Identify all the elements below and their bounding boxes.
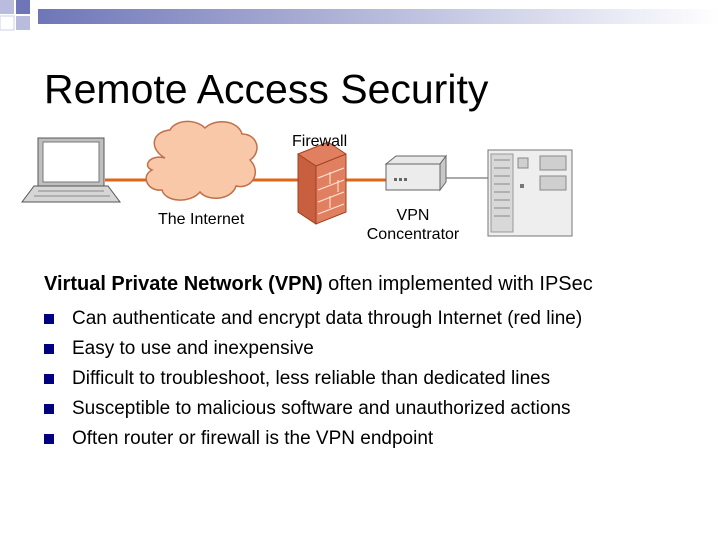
bullet-text: Difficult to troubleshoot, less reliable… (72, 368, 551, 389)
network-diagram: Firewall The Internet VPN Concentrator (0, 120, 720, 260)
bullet-text: Often router or firewall is the VPN endp… (72, 428, 434, 449)
square-bullet-icon (44, 434, 54, 444)
bullet-item: Easy to use and inexpensive (44, 334, 694, 364)
laptop-icon (21, 137, 121, 203)
bullet-item: Susceptible to malicious software and un… (44, 394, 694, 424)
vpn-label: VPN Concentrator (360, 206, 466, 244)
square-bullet-icon (44, 374, 54, 384)
firewall-brick-icon (297, 141, 347, 225)
internet-label: The Internet (158, 211, 245, 228)
bullet-item: Often router or firewall is the VPN endp… (44, 424, 694, 454)
square-bullet-icon (44, 404, 54, 414)
header-decoration (0, 0, 720, 31)
square-bullet-icon (44, 344, 54, 354)
vpn-concentrator-icon (384, 154, 447, 192)
bullet-text: Susceptible to malicious software and un… (72, 398, 571, 419)
bullet-text: Can authenticate and encrypt data throug… (72, 308, 583, 329)
main-point-rest: often implemented with IPSec (322, 273, 593, 295)
main-point: Virtual Private Network (VPN) often impl… (44, 272, 694, 296)
firewall-label: Firewall (292, 133, 348, 150)
bullet-item: Can authenticate and encrypt data throug… (44, 304, 694, 334)
main-point-bold: Virtual Private Network (VPN) (44, 273, 323, 295)
bullet-item: Difficult to troubleshoot, less reliable… (44, 364, 694, 394)
slide-title: Remote Access Security (44, 66, 489, 112)
square-bullet-icon (44, 314, 54, 324)
slide-content: Virtual Private Network (VPN) often impl… (44, 272, 694, 454)
bullet-text: Easy to use and inexpensive (72, 338, 314, 359)
bullet-list: Can authenticate and encrypt data throug… (44, 304, 694, 454)
cloud-icon (145, 120, 258, 201)
server-tower-icon (487, 149, 573, 237)
vpn-label-line1: VPN (396, 207, 430, 224)
vpn-label-line2: Concentrator (366, 226, 460, 243)
